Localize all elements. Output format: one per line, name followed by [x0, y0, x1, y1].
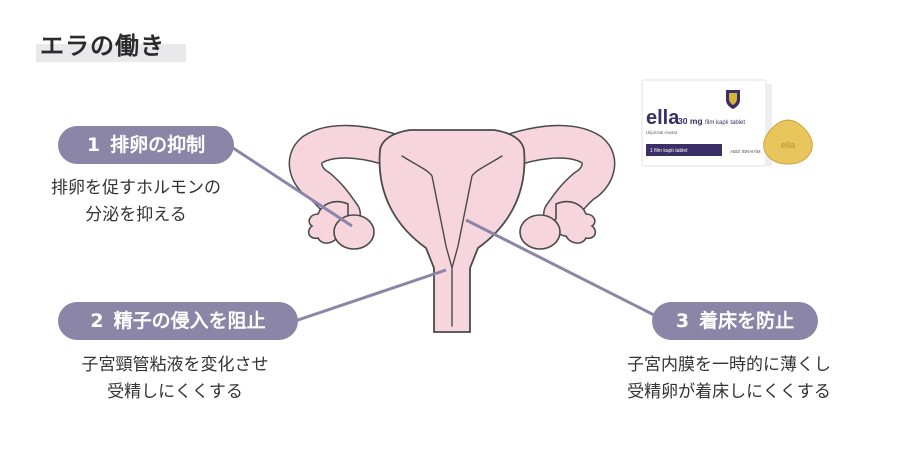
tablet-imprint: ella — [781, 140, 795, 150]
page-title: エラの働き — [40, 32, 165, 60]
step-2-number: 2 — [90, 310, 104, 332]
step-1-pill: 1 排卵の抑制 — [58, 126, 234, 164]
step-3-desc-line-2: 受精卵が着床しにくくする — [627, 382, 831, 402]
step-2-desc-line-2: 受精しにくくする — [107, 382, 243, 402]
step-3-desc-line-1: 子宮内膜を一時的に薄くし — [627, 355, 831, 375]
title-block: エラの働き — [36, 24, 186, 62]
step-1-desc-line-1: 排卵を促すホルモンの — [51, 178, 221, 198]
step-2-pill: 2 精子の侵入を阻止 — [58, 302, 298, 340]
step-3-pill: 3 着床を防止 — [652, 302, 818, 340]
leader-line-2 — [291, 268, 447, 324]
package-band-text: 1 film kaplı tablet — [650, 148, 688, 154]
package-shadow-strip — [766, 84, 772, 166]
package-brand: ella — [646, 107, 680, 129]
leader-line-3 — [465, 218, 661, 320]
step-1-desc-line-2: 分泌を抑える — [85, 205, 187, 225]
step-2-label: 精子の侵入を阻止 — [113, 310, 266, 332]
step-1-number: 1 — [86, 134, 101, 156]
package-dose: 30 mg — [678, 116, 703, 126]
tablet — [763, 119, 813, 165]
right-ovary — [519, 214, 561, 250]
package-band — [646, 144, 722, 156]
step-3-description: 子宮内膜を一時的に薄くし 受精卵が着床しにくくする — [594, 352, 864, 406]
package-subtitle: Ulipristal Asetat — [646, 130, 678, 135]
step-3-label: 着床を防止 — [699, 310, 795, 332]
step-1-description: 排卵を促すホルモンの 分泌を抑える — [36, 175, 236, 229]
step-1-label: 排卵の抑制 — [110, 134, 206, 156]
uterine-cavity — [401, 155, 503, 327]
left-ovary — [333, 214, 375, 250]
leader-line-1 — [229, 144, 353, 228]
step-2-description: 子宮頸管粘液を変化させ 受精しにくくする — [50, 352, 300, 406]
package-maker: ABDİ İBRAHİM — [730, 148, 761, 154]
step-2-desc-line-1: 子宮頸管粘液を変化させ — [81, 355, 269, 375]
right-fimbriae — [553, 200, 597, 244]
package-form: film kaplı tablet — [705, 120, 745, 126]
step-3-number: 3 — [675, 310, 690, 332]
product-image: ella 30 mg film kaplı tablet Ulipristal … — [641, 79, 813, 167]
uterus-body — [378, 129, 526, 333]
